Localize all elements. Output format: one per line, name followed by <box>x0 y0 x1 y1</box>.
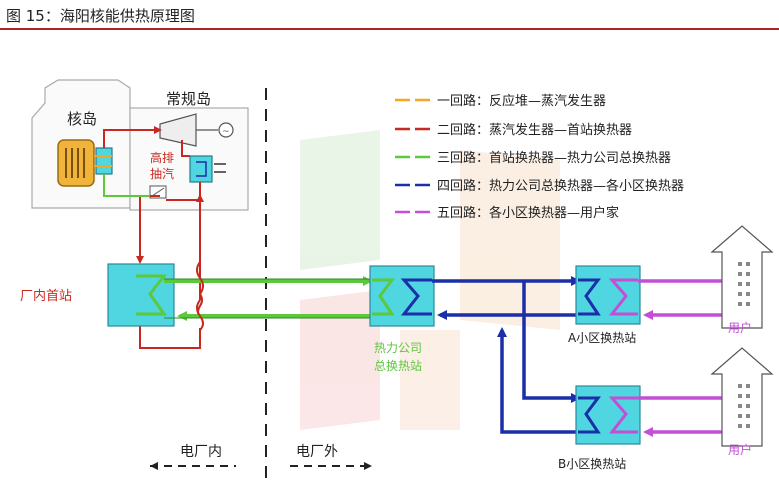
nuclear-island-label: 核岛 <box>67 110 97 128</box>
legend-item-loop4: 四回路：热力公司总换热器—各小区换热器 <box>395 178 684 194</box>
station-a-label: A小区换热站 <box>568 331 636 345</box>
legend-item-loop2: 二回路：蒸汽发生器—首站换热器 <box>395 122 632 138</box>
svg-text:三回路：首站换热器—热力公司总换热器: 三回路：首站换热器—热力公司总换热器 <box>437 150 671 166</box>
loop2-crossings <box>196 261 204 331</box>
loop4-lines <box>432 276 581 434</box>
svg-text:五回路：各小区换热器—用户家: 五回路：各小区换热器—用户家 <box>437 205 619 221</box>
loop3-lines-inner <box>164 278 370 319</box>
generator-icon <box>218 122 234 138</box>
loop1-lines <box>103 174 150 197</box>
outside-plant-marker: 电厂外 <box>290 444 372 470</box>
outside-plant-label: 电厂外 <box>296 444 338 460</box>
company-station-label-1: 热力公司 <box>374 341 422 355</box>
inside-plant-marker: 电厂内 <box>150 444 236 470</box>
company-station-label-2: 总换热站 <box>374 359 422 373</box>
legend-item-loop1: 一回路：反应堆—蒸汽发生器 <box>395 93 606 109</box>
company-total-station: 热力公司 总换热站 <box>369 265 435 373</box>
high-extraction-label-1: 高排 <box>150 150 174 165</box>
station-b-label: B小区换热站 <box>558 457 626 471</box>
conventional-island-label: 常规岛 <box>166 90 211 108</box>
background-watermark <box>300 130 560 430</box>
legend-item-loop5: 五回路：各小区换热器—用户家 <box>395 205 619 221</box>
user-a-label: 用户 <box>728 320 752 335</box>
svg-text:四回路：热力公司总换热器—各小区换热器: 四回路：热力公司总换热器—各小区换热器 <box>437 178 684 194</box>
legend-item-loop3: 三回路：首站换热器—热力公司总换热器 <box>395 150 671 166</box>
figure-header: 图 15：海阳核能供热原理图 <box>0 0 779 30</box>
svg-text:一回路：反应堆—蒸汽发生器: 一回路：反应堆—蒸汽发生器 <box>437 93 606 109</box>
header-rule <box>0 28 779 30</box>
svg-text:~: ~ <box>222 127 230 137</box>
high-extraction-label-2: 抽汽 <box>150 166 174 181</box>
plant-first-station: 厂内首站 <box>20 263 175 327</box>
house-icon-a <box>710 225 774 329</box>
nuclear-island-building: 核岛 <box>31 79 131 209</box>
plant-station-label: 厂内首站 <box>20 288 72 304</box>
house-icon-b <box>710 347 774 447</box>
svg-text:二回路：蒸汽发生器—首站换热器: 二回路：蒸汽发生器—首站换热器 <box>437 122 632 138</box>
station-b: B小区换热站 <box>558 385 641 471</box>
figure-title: 图 15：海阳核能供热原理图 <box>6 7 195 25</box>
loop3-lines <box>164 276 373 321</box>
reactor-icon <box>57 139 95 187</box>
inside-plant-label: 电厂内 <box>180 444 222 460</box>
legend: 一回路：反应堆—蒸汽发生器 二回路：蒸汽发生器—首站换热器 三回路：首站换热器—… <box>395 93 684 221</box>
steam-generator-icon <box>95 147 113 175</box>
conventional-island-building: 常规岛 ~ 高排 抽汽 <box>129 90 249 211</box>
condenser-icon <box>189 155 213 183</box>
station-a: A小区换热站 <box>568 265 641 345</box>
user-b-label: 用户 <box>728 442 752 457</box>
